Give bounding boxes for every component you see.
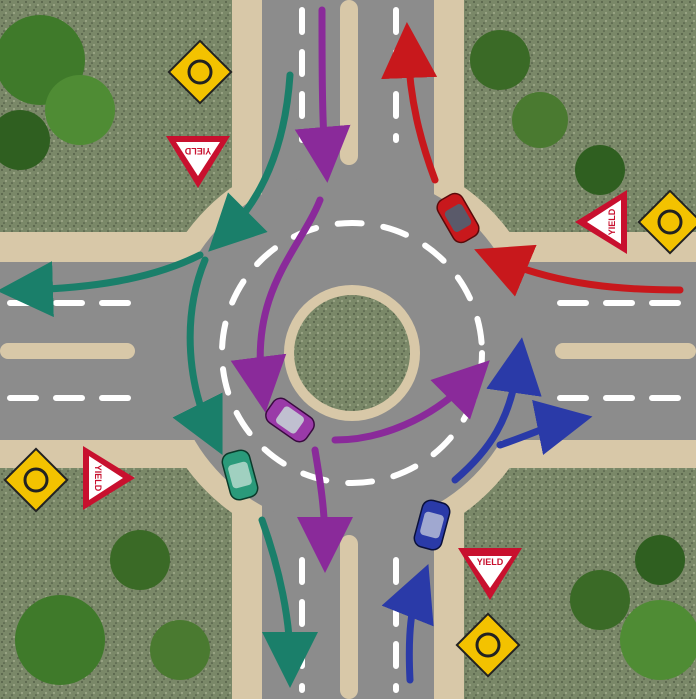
vehicles bbox=[221, 192, 480, 551]
roundabout-arrows-icon bbox=[475, 632, 501, 658]
blue-car bbox=[413, 499, 451, 551]
red-route-arrow bbox=[381, 22, 439, 184]
teal-route-arrow bbox=[258, 516, 318, 688]
yield-sign-text: YIELD bbox=[607, 208, 617, 235]
route-arrows bbox=[0, 6, 684, 688]
yield-sign: YIELD bbox=[575, 190, 627, 254]
purple-car bbox=[265, 397, 315, 443]
roundabout-warning-sign bbox=[167, 39, 233, 105]
yield-sign: YIELD bbox=[166, 136, 230, 188]
yield-sign-text: YIELD bbox=[93, 465, 103, 492]
yield-sign: YIELD bbox=[83, 446, 135, 510]
teal-route-arrow bbox=[172, 256, 223, 456]
blue-route-arrow bbox=[496, 400, 593, 455]
roundabout-warning-sign bbox=[637, 189, 696, 255]
red-route-arrow bbox=[474, 244, 684, 297]
purple-route-arrow bbox=[331, 360, 490, 444]
bushes bbox=[0, 15, 696, 685]
teal-car bbox=[221, 449, 259, 501]
yield-sign-text: YIELD bbox=[477, 557, 504, 567]
roundabout-arrows-icon bbox=[23, 467, 49, 493]
roundabout-warning-sign bbox=[3, 447, 69, 513]
blue-route-arrow bbox=[451, 337, 542, 484]
roundabout-arrows-icon bbox=[187, 59, 213, 85]
yield-sign-text: YIELD bbox=[184, 146, 211, 156]
teal-route-arrow bbox=[0, 251, 204, 318]
yield-sign: YIELD bbox=[458, 548, 522, 600]
purple-route-arrow bbox=[230, 196, 324, 413]
roundabout-arrows-icon bbox=[657, 209, 683, 235]
teal-route-arrow bbox=[208, 71, 294, 252]
red-car bbox=[436, 192, 480, 244]
purple-route-arrow bbox=[296, 446, 353, 573]
blue-route-arrow bbox=[381, 563, 434, 684]
purple-route-arrow bbox=[294, 6, 351, 183]
roundabout-warning-sign bbox=[455, 612, 521, 678]
center-island bbox=[294, 295, 410, 411]
